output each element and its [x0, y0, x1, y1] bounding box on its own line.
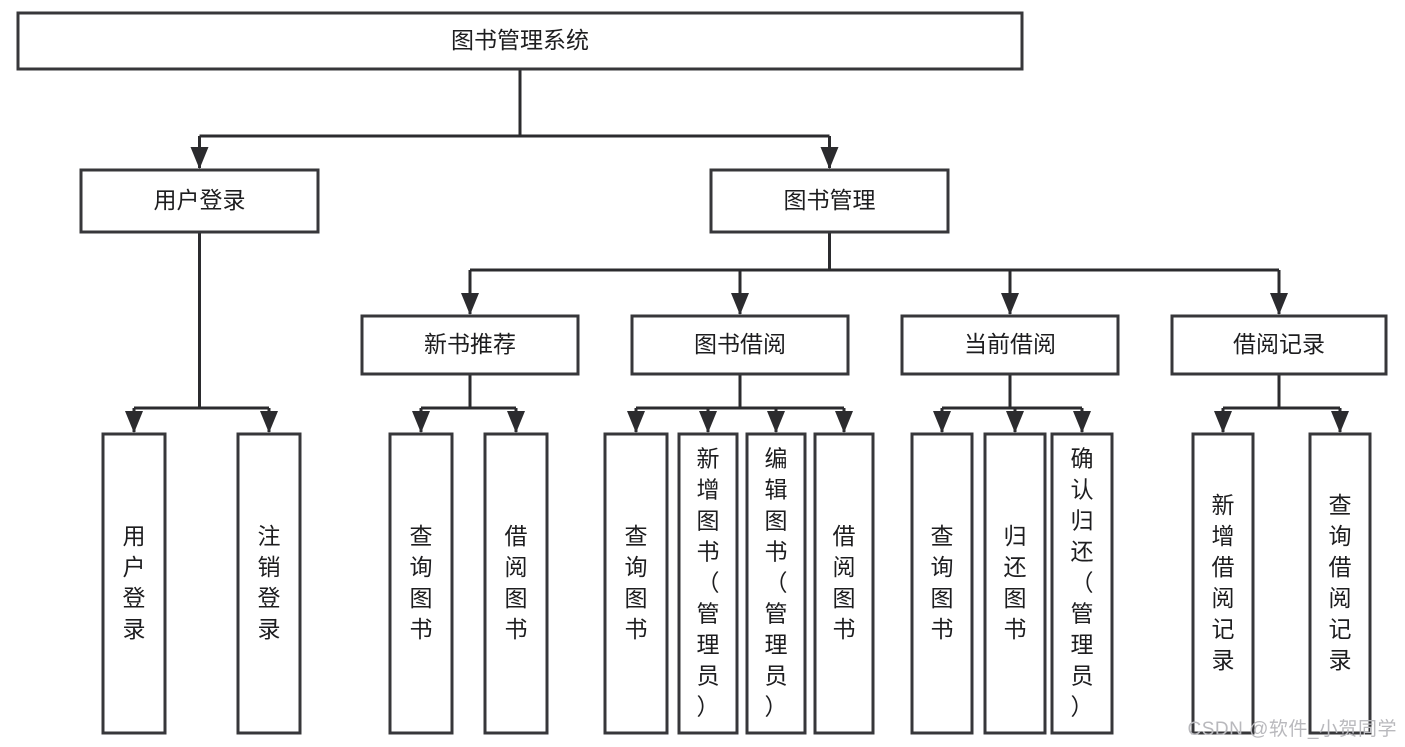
arrow-head-icon	[835, 411, 853, 433]
node-label-leaf-confirm-return: 确认归还（管理员）	[1071, 446, 1094, 720]
arrow-head-icon	[933, 411, 951, 433]
node-label-leaf-add-record: 新增借阅记录	[1212, 492, 1235, 673]
node-box-leaf-query-book-3[interactable]	[910, 432, 974, 735]
arrow-head-icon	[820, 147, 839, 169]
node-label-leaf-return-book: 归还图书	[1004, 523, 1027, 642]
node-new-book-recommend[interactable]: 新书推荐	[360, 314, 580, 376]
node-boxes-group: 图书管理系统用户登录图书管理新书推荐图书借阅当前借阅借阅记录用户登录注销登录查询…	[16, 11, 1388, 735]
node-leaf-add-book[interactable]: 新增图书（管理员）	[677, 432, 739, 735]
node-box-root[interactable]	[16, 11, 1024, 71]
node-label-leaf-query-book-3: 查询图书	[931, 523, 954, 642]
node-box-leaf-query-book-2[interactable]	[603, 432, 669, 735]
arrow-head-icon	[461, 293, 479, 315]
node-root[interactable]: 图书管理系统	[16, 11, 1024, 71]
node-box-book-manage[interactable]	[709, 168, 950, 234]
node-leaf-logout[interactable]: 注销登录	[236, 432, 302, 735]
node-label-leaf-add-book: 新增图书（管理员）	[697, 446, 720, 720]
node-leaf-confirm-return[interactable]: 确认归还（管理员）	[1050, 432, 1114, 735]
node-box-leaf-return-book[interactable]	[983, 432, 1047, 735]
node-borrow-record[interactable]: 借阅记录	[1170, 314, 1388, 376]
node-box-user-login[interactable]	[79, 168, 320, 234]
node-label-new-book-recommend: 新书推荐	[424, 331, 516, 357]
arrow-head-icon	[1006, 411, 1024, 433]
arrow-head-icon	[1214, 411, 1232, 433]
node-label-book-borrow: 图书借阅	[694, 331, 786, 357]
arrow-head-icon	[1001, 293, 1019, 315]
connector-lines-group	[125, 69, 1349, 433]
node-box-new-book-recommend[interactable]	[360, 314, 580, 376]
node-book-manage[interactable]: 图书管理	[709, 168, 950, 234]
arrow-head-icon	[1270, 293, 1288, 315]
node-label-borrow-record: 借阅记录	[1233, 331, 1325, 357]
node-leaf-edit-book[interactable]: 编辑图书（管理员）	[745, 432, 807, 735]
node-leaf-borrow-book-2[interactable]: 借阅图书	[813, 432, 875, 735]
node-box-current-borrow[interactable]	[900, 314, 1120, 376]
arrow-head-icon	[1331, 411, 1349, 433]
node-label-leaf-query-book-1: 查询图书	[410, 523, 433, 642]
node-leaf-add-record[interactable]: 新增借阅记录	[1191, 432, 1255, 735]
node-box-borrow-record[interactable]	[1170, 314, 1388, 376]
node-box-leaf-query-record[interactable]	[1308, 432, 1372, 735]
node-box-leaf-edit-book[interactable]	[745, 432, 807, 735]
node-leaf-user-login[interactable]: 用户登录	[101, 432, 167, 735]
arrow-head-icon	[627, 411, 645, 433]
node-label-book-manage: 图书管理	[784, 187, 876, 213]
node-label-leaf-edit-book: 编辑图书（管理员）	[765, 446, 788, 720]
arrow-head-icon	[731, 293, 749, 315]
node-label-leaf-query-record: 查询借阅记录	[1329, 492, 1352, 673]
node-box-leaf-confirm-return[interactable]	[1050, 432, 1114, 735]
arrow-head-icon	[125, 411, 143, 433]
node-label-leaf-query-book-2: 查询图书	[625, 523, 648, 642]
node-box-leaf-user-login[interactable]	[101, 432, 167, 735]
node-label-leaf-user-login: 用户登录	[123, 523, 146, 642]
arrow-head-icon	[412, 411, 430, 433]
node-leaf-query-book-3[interactable]: 查询图书	[910, 432, 974, 735]
node-label-leaf-borrow-book-1: 借阅图书	[505, 523, 528, 642]
node-leaf-query-record[interactable]: 查询借阅记录	[1308, 432, 1372, 735]
arrow-head-icon	[507, 411, 525, 433]
node-leaf-query-book-1[interactable]: 查询图书	[388, 432, 454, 735]
node-box-leaf-add-book[interactable]	[677, 432, 739, 735]
node-user-login[interactable]: 用户登录	[79, 168, 320, 234]
node-leaf-borrow-book-1[interactable]: 借阅图书	[483, 432, 549, 735]
node-label-current-borrow: 当前借阅	[964, 331, 1056, 357]
node-box-book-borrow[interactable]	[630, 314, 850, 376]
node-leaf-query-book-2[interactable]: 查询图书	[603, 432, 669, 735]
node-label-user-login: 用户登录	[154, 187, 246, 213]
arrow-head-icon	[1073, 411, 1091, 433]
node-leaf-return-book[interactable]: 归还图书	[983, 432, 1047, 735]
node-label-leaf-logout: 注销登录	[258, 523, 281, 642]
arrow-head-icon	[190, 147, 209, 169]
node-box-leaf-query-book-1[interactable]	[388, 432, 454, 735]
node-box-leaf-logout[interactable]	[236, 432, 302, 735]
node-label-root: 图书管理系统	[451, 27, 589, 53]
arrow-head-icon	[260, 411, 278, 433]
node-book-borrow[interactable]: 图书借阅	[630, 314, 850, 376]
node-current-borrow[interactable]: 当前借阅	[900, 314, 1120, 376]
node-box-leaf-borrow-book-1[interactable]	[483, 432, 549, 735]
node-box-leaf-borrow-book-2[interactable]	[813, 432, 875, 735]
arrow-head-icon	[767, 411, 785, 433]
watermark-credit: CSDN @软件_小贺同学	[1187, 719, 1397, 740]
node-label-leaf-borrow-book-2: 借阅图书	[833, 523, 856, 642]
node-box-leaf-add-record[interactable]	[1191, 432, 1255, 735]
arrow-head-icon	[699, 411, 717, 433]
